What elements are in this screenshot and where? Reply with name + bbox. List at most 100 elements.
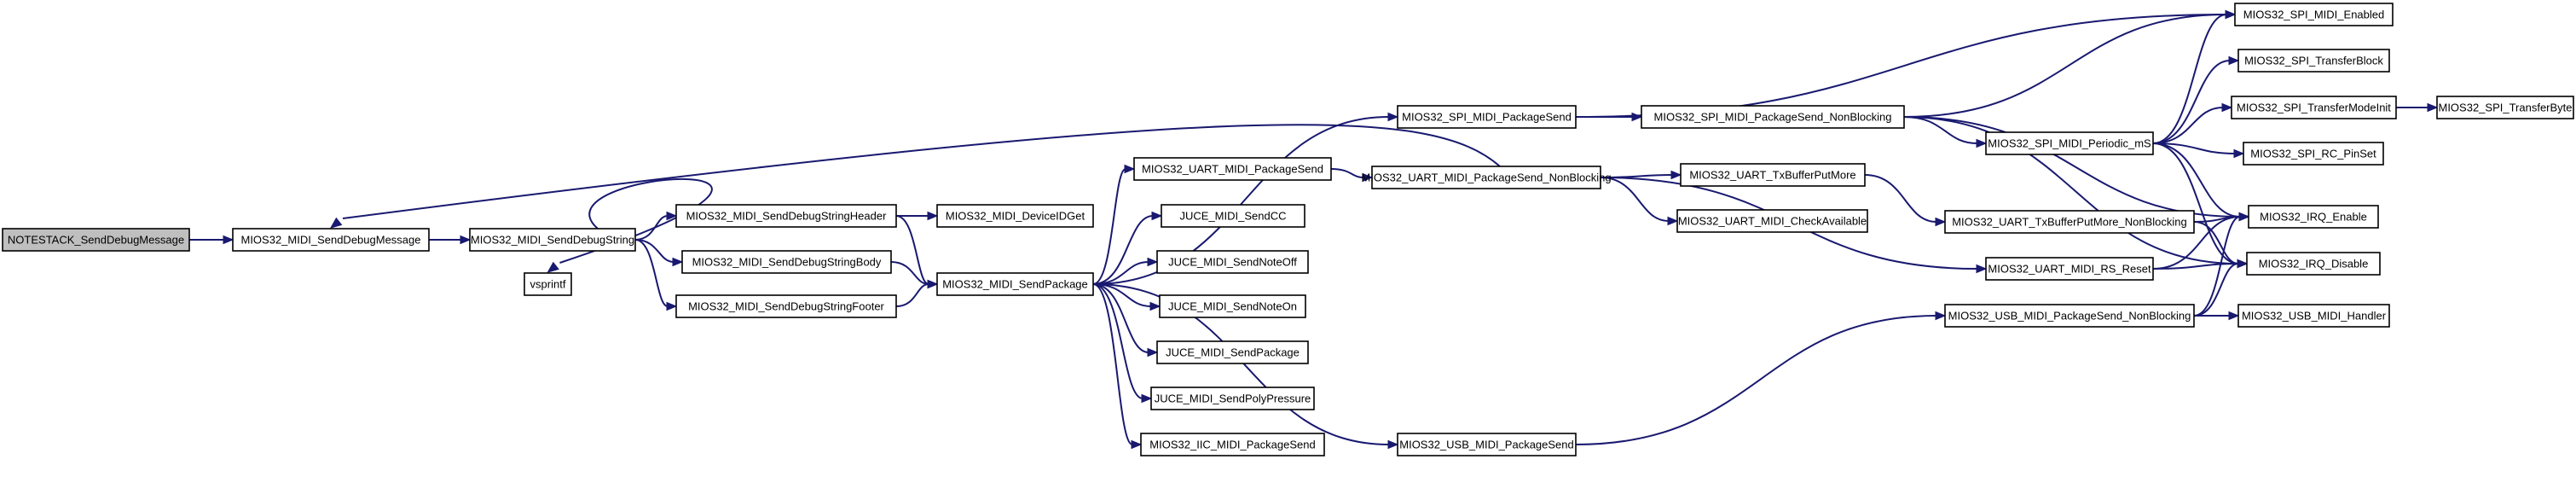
node-juce-midi-sendnoteoff[interactable]: JUCE_MIDI_SendNoteOff xyxy=(1156,250,1309,274)
node-mios32-spi-transferblock[interactable]: MIOS32_SPI_TransferBlock xyxy=(2237,49,2390,73)
node-box[interactable] xyxy=(1676,209,1868,233)
node-box[interactable] xyxy=(2231,96,2397,119)
node-notestack-senddebugmessage[interactable]: NOTESTACK_SendDebugMessage xyxy=(2,228,190,252)
edge-arrowhead xyxy=(2238,212,2250,222)
edge-arrowhead xyxy=(329,217,343,229)
node-mios32-midi-sendpackage[interactable]: MIOS32_MIDI_SendPackage xyxy=(936,272,1094,296)
edge-line xyxy=(890,261,929,285)
node-mios32-uart-midi-checkavailable[interactable]: MIOS32_UART_MIDI_CheckAvailable xyxy=(1676,209,1868,233)
edge-line xyxy=(1092,283,1143,399)
node-box[interactable] xyxy=(2436,96,2574,119)
edge-arrowhead xyxy=(666,211,678,221)
node-box[interactable] xyxy=(1161,204,1305,228)
node-box[interactable] xyxy=(1133,157,1332,181)
node-box[interactable] xyxy=(524,272,572,296)
node-box[interactable] xyxy=(1680,163,1866,187)
node-box[interactable] xyxy=(232,228,430,252)
node-box[interactable] xyxy=(1397,433,1577,456)
edge-arrowhead xyxy=(1141,393,1153,404)
node-box[interactable] xyxy=(1156,250,1309,274)
node-box[interactable] xyxy=(936,272,1094,296)
node-mios32-spi-midi-packagesend-nonblocking[interactable]: MIOS32_SPI_MIDI_PackageSend_NonBlocking xyxy=(1641,105,1905,129)
node-mios32-irq-disable[interactable]: MIOS32_IRQ_Disable xyxy=(2246,252,2381,276)
node-box[interactable] xyxy=(1159,294,1306,318)
node-box[interactable] xyxy=(2246,252,2381,276)
node-box[interactable] xyxy=(936,204,1094,228)
node-box[interactable] xyxy=(2,228,190,252)
node-mios32-usb-midi-handler[interactable]: MIOS32_USB_MIDI_Handler xyxy=(2237,304,2390,328)
node-label: JUCE_MIDI_SendCC xyxy=(1180,210,1287,223)
node-box[interactable] xyxy=(1150,387,1315,410)
node-mios32-usb-midi-packagesend[interactable]: MIOS32_USB_MIDI_PackageSend xyxy=(1397,433,1577,456)
node-box[interactable] xyxy=(1140,433,1325,456)
node-box[interactable] xyxy=(2237,304,2390,328)
node-box[interactable] xyxy=(1944,304,2195,328)
node-box[interactable] xyxy=(675,294,897,318)
node-box[interactable] xyxy=(2237,49,2390,73)
call-edge xyxy=(1092,283,1159,358)
node-label: MIOS32_UART_MIDI_PackageSend xyxy=(1142,163,1323,176)
node-mios32-spi-rc-pinset[interactable]: MIOS32_SPI_RC_PinSet xyxy=(2243,142,2384,166)
edge-arrowhead xyxy=(927,279,939,289)
node-label: JUCE_MIDI_SendPolyPressure xyxy=(1155,392,1311,405)
node-label: MIOS32_MIDI_SendDebugStringFooter xyxy=(688,300,884,313)
node-mios32-uart-txbufferputmore[interactable]: MIOS32_UART_TxBufferPutMore xyxy=(1680,163,1866,187)
call-edge xyxy=(634,211,678,241)
node-mios32-midi-senddebugstring[interactable]: MIOS32_MIDI_SendDebugString xyxy=(469,228,636,252)
node-box[interactable] xyxy=(1944,210,2195,234)
edge-arrowhead xyxy=(1147,257,1159,267)
node-box[interactable] xyxy=(2234,3,2394,26)
node-box[interactable] xyxy=(1371,166,1601,189)
node-box[interactable] xyxy=(1985,257,2154,281)
node-mios32-usb-midi-packagesend-nonblocking[interactable]: MIOS32_USB_MIDI_PackageSend_NonBlocking xyxy=(1944,304,2195,328)
node-label: MIOS32_USB_MIDI_PackageSend xyxy=(1399,439,1574,451)
edge-line xyxy=(2193,216,2241,317)
node-vsprintf[interactable]: vsprintf xyxy=(524,272,572,296)
edge-line xyxy=(1092,283,1390,445)
call-edge xyxy=(1575,9,2237,118)
node-mios32-spi-midi-enabled[interactable]: MIOS32_SPI_MIDI_Enabled xyxy=(2234,3,2394,26)
node-label: MIOS32_MIDI_DeviceIDGet xyxy=(946,210,1085,223)
node-box[interactable] xyxy=(681,250,892,274)
node-juce-midi-sendnoteon[interactable]: JUCE_MIDI_SendNoteOn xyxy=(1159,294,1306,318)
edge-line xyxy=(1330,168,1364,178)
node-box[interactable] xyxy=(1985,131,2154,155)
node-mios32-uart-midi-packagesend[interactable]: MIOS32_UART_MIDI_PackageSend xyxy=(1133,157,1332,181)
node-mios32-spi-transferbyte[interactable]: MIOS32_SPI_TransferByte xyxy=(2436,96,2574,119)
node-mios32-midi-senddebugstringfooter[interactable]: MIOS32_MIDI_SendDebugStringFooter xyxy=(675,294,897,318)
edge-arrowhead xyxy=(1667,216,1679,226)
node-juce-midi-sendpolypressure[interactable]: JUCE_MIDI_SendPolyPressure xyxy=(1150,387,1315,410)
node-mios32-iic-midi-packagesend[interactable]: MIOS32_IIC_MIDI_PackageSend xyxy=(1140,433,1325,456)
node-box[interactable] xyxy=(1156,340,1309,364)
node-mios32-uart-txbufferputmore-nonblocking[interactable]: MIOS32_UART_TxBufferPutMore_NonBlocking xyxy=(1944,210,2195,234)
node-mios32-uart-midi-rs-reset[interactable]: MIOS32_UART_MIDI_RS_Reset xyxy=(1985,257,2154,281)
node-mios32-irq-enable[interactable]: MIOS32_IRQ_Enable xyxy=(2248,205,2379,229)
node-mios32-midi-senddebugstringheader[interactable]: MIOS32_MIDI_SendDebugStringHeader xyxy=(675,204,897,228)
edge-arrowhead xyxy=(460,235,472,245)
edge-line xyxy=(1092,215,1154,285)
node-box[interactable] xyxy=(2243,142,2384,166)
node-mios32-spi-transfermodeinit[interactable]: MIOS32_SPI_TransferModeInit xyxy=(2231,96,2397,119)
node-box[interactable] xyxy=(469,228,636,252)
call-edge xyxy=(189,235,234,245)
node-mios32-uart-midi-packagesend-nonblocking[interactable]: MIOS32_UART_MIDI_PackageSend_NonBlocking xyxy=(1361,166,1612,189)
node-mios32-midi-deviceidget[interactable]: MIOS32_MIDI_DeviceIDGet xyxy=(936,204,1094,228)
edge-line xyxy=(342,124,1501,219)
edge-arrowhead xyxy=(672,257,684,267)
node-box[interactable] xyxy=(2248,205,2379,229)
node-box[interactable] xyxy=(1397,105,1577,129)
edge-arrowhead xyxy=(1387,439,1399,450)
node-juce-midi-sendcc[interactable]: JUCE_MIDI_SendCC xyxy=(1161,204,1305,228)
node-mios32-spi-midi-packagesend[interactable]: MIOS32_SPI_MIDI_PackageSend xyxy=(1397,105,1577,129)
node-mios32-spi-midi-periodic-ms[interactable]: MIOS32_SPI_MIDI_Periodic_mS xyxy=(1985,131,2154,155)
node-label: MIOS32_MIDI_SendDebugStringBody xyxy=(692,256,882,269)
node-mios32-midi-senddebugmessage[interactable]: MIOS32_MIDI_SendDebugMessage xyxy=(232,228,430,252)
node-mios32-midi-senddebugstringbody[interactable]: MIOS32_MIDI_SendDebugStringBody xyxy=(681,250,892,274)
call-edge xyxy=(2152,55,2240,144)
node-box[interactable] xyxy=(675,204,897,228)
edge-arrowhead xyxy=(1362,172,1374,183)
node-box[interactable] xyxy=(1641,105,1905,129)
call-edge xyxy=(429,235,472,245)
node-juce-midi-sendpackage[interactable]: JUCE_MIDI_SendPackage xyxy=(1156,340,1309,364)
